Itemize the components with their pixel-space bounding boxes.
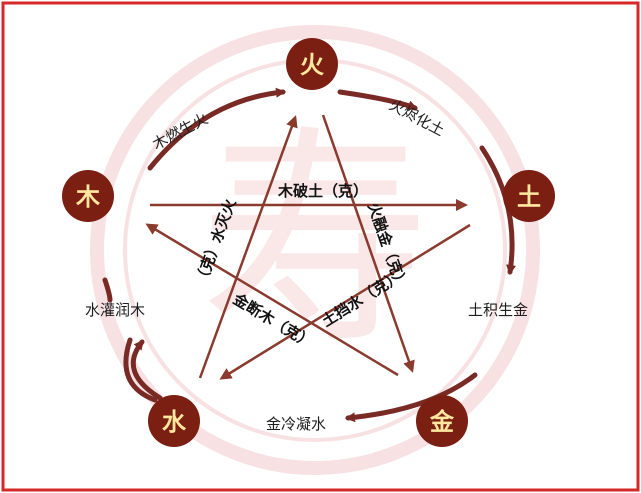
arc-water-to-wood <box>102 277 158 403</box>
arrow-water-quenches-fire <box>198 115 298 379</box>
node-earth-label: 土 <box>517 183 541 211</box>
node-water-label: 水 <box>162 408 187 436</box>
arc-wood-to-fire <box>147 87 286 171</box>
arrow-fire-melts-metal <box>321 114 415 373</box>
watermark-seal: 寿 <box>90 25 540 475</box>
node-earth: 土 <box>503 170 555 222</box>
arc-fire-to-earth <box>337 89 418 111</box>
arc-water-to-wood-head <box>130 339 163 401</box>
arc-metal-to-water <box>345 372 478 423</box>
node-fire-label: 火 <box>300 51 324 79</box>
node-wood-label: 木 <box>75 183 101 211</box>
node-wood: 木 <box>62 170 114 222</box>
node-fire: 火 <box>286 38 338 90</box>
watermark-glyph: 寿 <box>200 108 430 375</box>
node-water: 水 <box>148 395 200 447</box>
label-earth-metal: 土积生金 <box>468 301 528 319</box>
label-metal-water: 金冷凝水 <box>266 415 326 433</box>
controlling-star <box>145 114 471 380</box>
node-metal-label: 金 <box>429 408 455 436</box>
arrow-earth-blocks-water <box>219 223 471 380</box>
label-water-wood: 水灌润木 <box>85 301 145 319</box>
element-nodes: 火 土 金 水 木 <box>62 38 555 447</box>
arrow-metal-cuts-wood <box>145 223 399 377</box>
label-wood-earth: 木破土（克） <box>277 182 368 200</box>
node-metal: 金 <box>416 395 468 447</box>
